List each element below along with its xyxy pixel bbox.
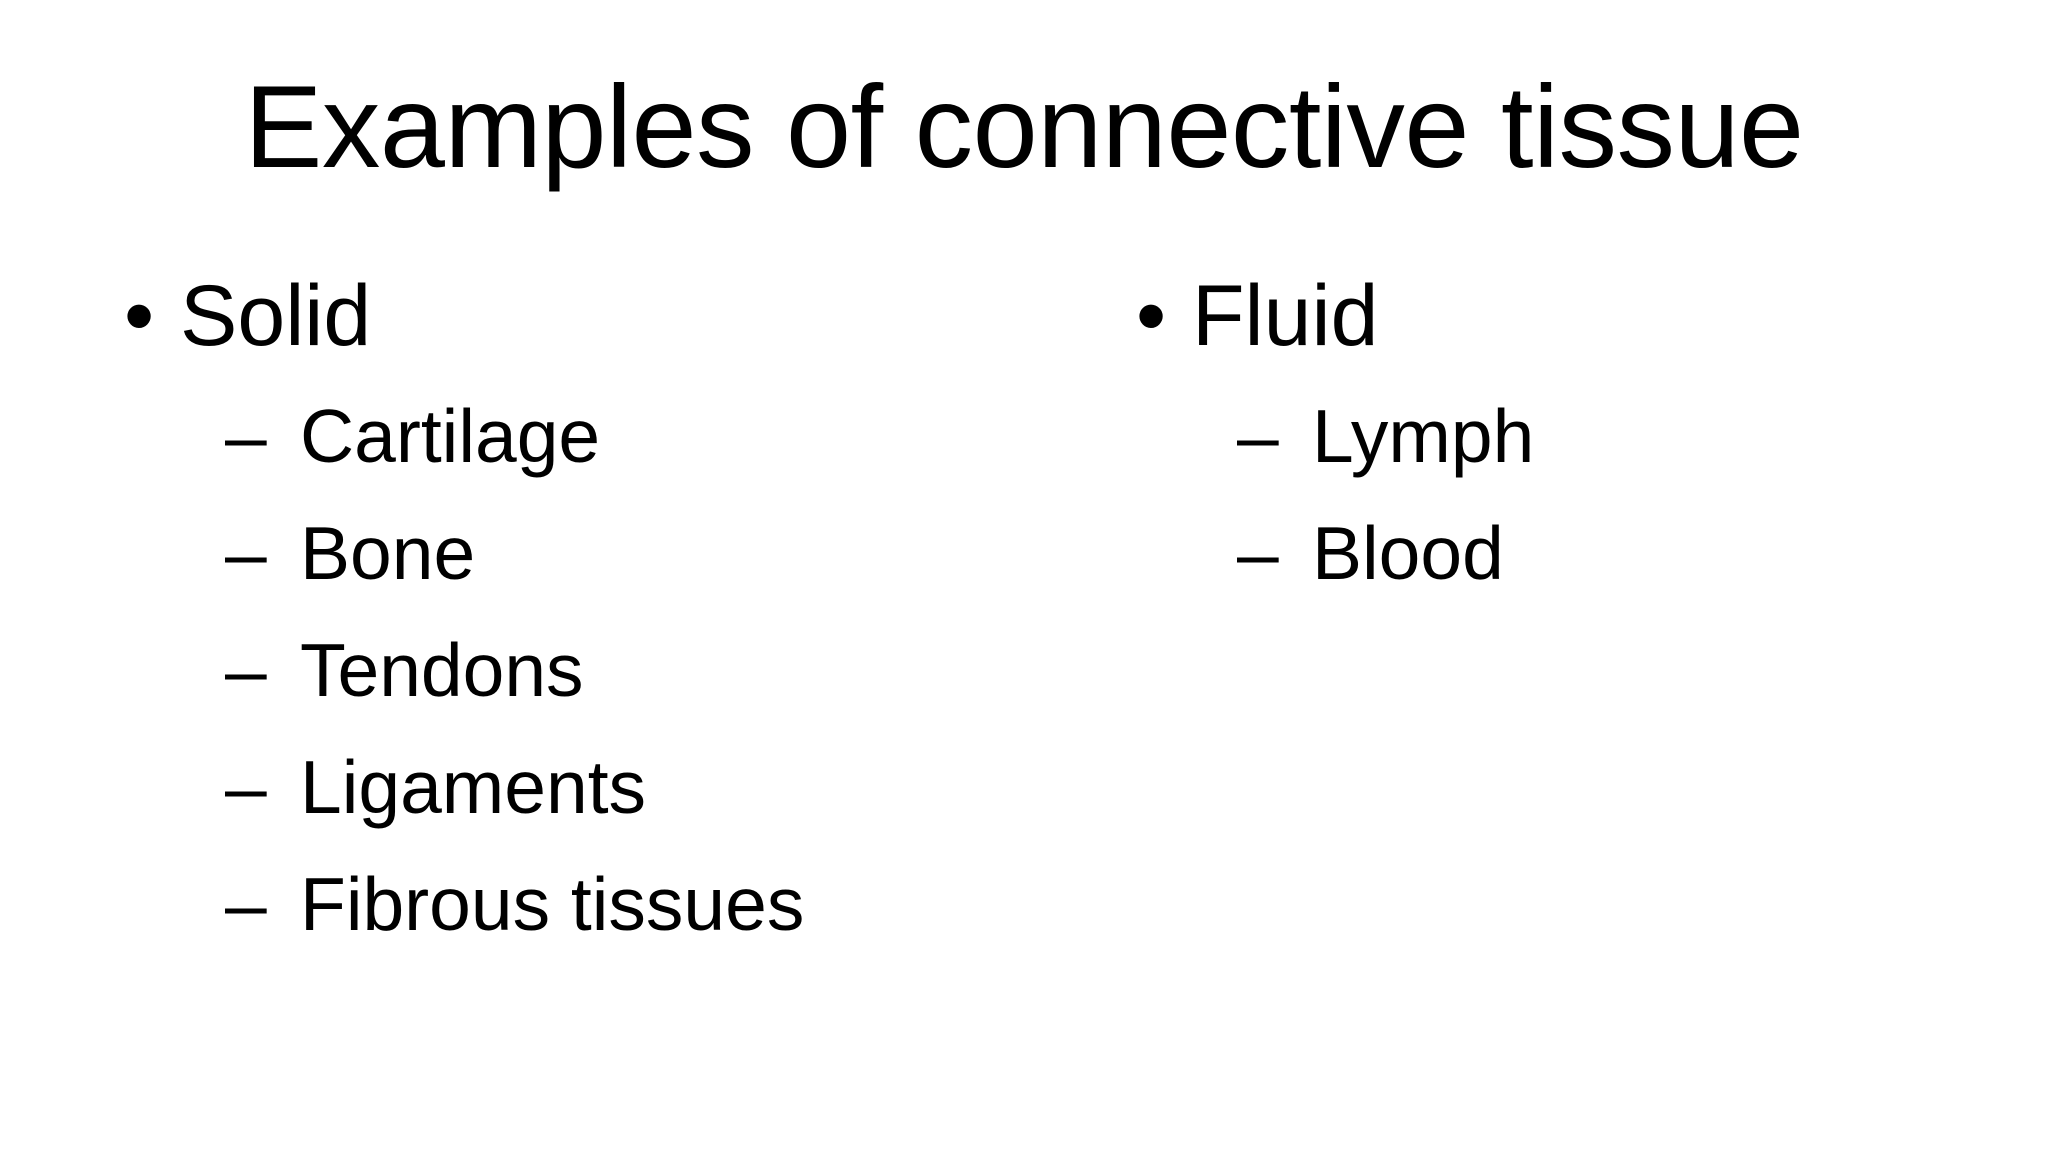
page-title: Examples of connective tissue — [244, 61, 1804, 192]
dash-bullet-icon: – — [225, 745, 267, 829]
bullet-item-level2: – Fibrous tissues — [110, 853, 1050, 970]
bullet-label-fibrous-tissues: Fibrous tissues — [300, 862, 805, 946]
dash-bullet-icon: – — [225, 394, 267, 478]
bullet-item-level2: – Bone — [110, 502, 1050, 619]
bullet-item-level1: • Fluid — [1122, 268, 2022, 385]
bullet-label-bone: Bone — [300, 511, 476, 595]
bullet-item-level1: • Solid — [110, 268, 1050, 385]
dash-bullet-icon: – — [1237, 511, 1279, 595]
bullet-label-lymph: Lymph — [1312, 394, 1535, 478]
dash-bullet-icon: – — [225, 628, 267, 712]
bullet-label-tendons: Tendons — [300, 628, 584, 712]
bullet-item-level2: – Lymph — [1122, 385, 2022, 502]
dash-bullet-icon: – — [225, 511, 267, 595]
bullet-item-level2: – Cartilage — [110, 385, 1050, 502]
content-column-right: • Fluid – Lymph – Blood — [1122, 268, 2022, 619]
bullet-label-cartilage: Cartilage — [300, 394, 601, 478]
bullet-label-ligaments: Ligaments — [300, 745, 647, 829]
bullet-dot-icon: • — [1136, 268, 1167, 364]
bullet-dot-icon: • — [124, 268, 155, 364]
slide-body: • Solid – Cartilage – Bone – Tendons – — [0, 268, 2048, 1068]
bullet-item-level2: – Blood — [1122, 502, 2022, 619]
dash-bullet-icon: – — [1237, 394, 1279, 478]
bullet-label-fluid: Fluid — [1192, 268, 1379, 364]
bullet-item-level2: – Tendons — [110, 619, 1050, 736]
bullet-label-blood: Blood — [1312, 511, 1504, 595]
content-column-left: • Solid – Cartilage – Bone – Tendons – — [110, 268, 1050, 970]
dash-bullet-icon: – — [225, 862, 267, 946]
bullet-label-solid: Solid — [180, 268, 372, 364]
bullet-item-level2: – Ligaments — [110, 736, 1050, 853]
